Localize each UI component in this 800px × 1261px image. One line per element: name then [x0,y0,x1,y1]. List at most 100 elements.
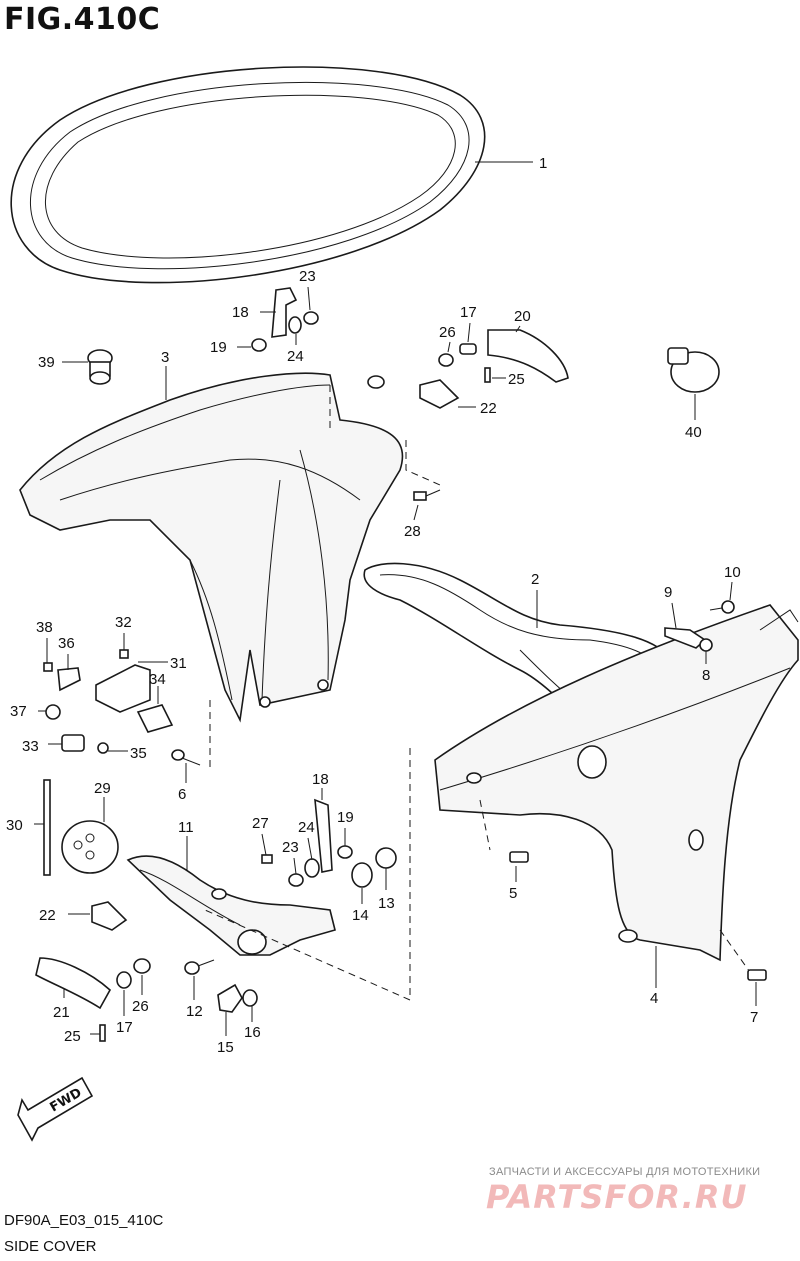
part-13-grommet [375,847,397,869]
part-35-screw [97,742,109,754]
part-15-knob [217,983,243,1013]
callout-28: 28 [404,523,421,540]
part-14-bushing [351,862,373,888]
part-23-nut-upper [303,311,319,325]
callout-19-upper: 19 [210,339,227,356]
callout-27: 27 [252,815,269,832]
callout-39: 39 [38,354,55,371]
callout-33: 33 [22,738,39,755]
part-7-bolt [747,969,767,981]
part-11-lower-bracket [126,855,336,956]
callout-14: 14 [352,907,369,924]
watermark-tagline: ЗАПЧАСТИ И АКСЕССУАРЫ ДЛЯ МОТОТЕХНИКИ [489,1166,761,1178]
callout-23-upper: 23 [299,268,316,285]
part-28-bolt [413,489,441,501]
part-26-cap-lower [133,958,151,974]
callout-25-lower: 25 [64,1028,81,1045]
figure-title: FIG.410C [4,2,161,37]
callout-8: 8 [702,667,710,684]
callout-18-lower: 18 [312,771,329,788]
callout-18-upper: 18 [232,304,249,321]
callout-26-upper: 26 [439,324,456,341]
assembly-guide-lines [204,385,753,1001]
figure-caption: SIDE COVER [4,1238,97,1255]
part-6-bolt [171,749,201,766]
callout-34: 34 [149,671,166,688]
part-27-bolt [261,854,273,864]
part-21-handle-grip [35,957,112,1010]
part-24-washer-lower [304,858,320,878]
part-40-plug [667,347,720,393]
part-30-cable-tie [43,779,51,876]
part-37-cap [45,704,61,720]
part-16-washer [242,989,258,1007]
callout-4: 4 [650,990,658,1007]
part-18-clip-lower [314,798,333,873]
part-17-screw-upper [459,343,477,355]
part-17-screw-lower [116,971,132,989]
callout-22-lower: 22 [39,907,56,924]
part-20-handle-grip [487,329,569,383]
part-34-pad [136,704,174,733]
part-25-pin-lower [99,1024,106,1042]
part-33-clip [61,734,85,752]
part-22-latch-lower [91,901,128,931]
part-19-nut-lower [337,845,353,859]
callout-32: 32 [115,614,132,631]
callout-10: 10 [724,564,741,581]
part-3-upper-cover [19,372,404,723]
part-31-plate [95,664,151,713]
callout-5: 5 [509,885,517,902]
callout-26-lower: 26 [132,998,149,1015]
callout-37: 37 [10,703,27,720]
callout-13: 13 [378,895,395,912]
callout-11: 11 [178,819,194,836]
callout-leaders [34,286,757,1016]
callout-35: 35 [130,745,147,762]
drawing-code: DF90A_E03_015_410C [4,1212,164,1229]
part-12-bolt [184,959,215,975]
part-36-bracket [57,667,81,692]
callout-22-upper: 22 [480,400,497,417]
part-4-side-cover [434,604,799,962]
part-23-nut-lower [288,873,304,887]
callout-17-lower: 17 [116,1019,133,1036]
callout-30: 30 [6,817,23,834]
part-32-bolt [119,649,129,659]
callout-labels: 1 2 3 4 5 6 7 8 9 10 11 12 13 14 15 16 1… [6,155,758,1056]
part-24-washer-upper [288,316,302,334]
part-29-grommet [61,820,119,874]
part-1-seal-ring [10,66,486,284]
callout-25-upper: 25 [508,371,525,388]
watermark-logo: PARTSFOR.RU [486,1178,748,1216]
callout-9: 9 [664,584,672,601]
part-5-bolt [509,851,529,863]
callout-16: 16 [244,1024,261,1041]
callout-1: 1 [539,155,547,172]
callout-21: 21 [53,1004,70,1021]
callout-6: 6 [178,786,186,803]
callout-17-upper: 17 [460,304,477,321]
callout-40: 40 [685,424,702,441]
part-38-bolt [43,662,53,672]
callout-12: 12 [186,1003,203,1020]
part-22-latch-upper [419,379,460,409]
part-8-clip [699,638,713,652]
part-39-grommet [87,349,113,385]
forward-direction-arrow [17,1076,94,1142]
callout-24-lower: 24 [298,819,315,836]
callout-2: 2 [531,571,539,588]
callout-15: 15 [217,1039,234,1056]
callout-3: 3 [161,349,169,366]
callout-19-lower: 19 [337,809,354,826]
callout-24-upper: 24 [287,348,304,365]
callout-29: 29 [94,780,111,797]
callout-38: 38 [36,619,53,636]
part-10-bolt [709,600,735,614]
part-19-nut-upper [251,338,267,352]
callout-31: 31 [170,655,187,672]
part-18-clip-upper [271,287,298,338]
callout-20: 20 [514,308,531,325]
